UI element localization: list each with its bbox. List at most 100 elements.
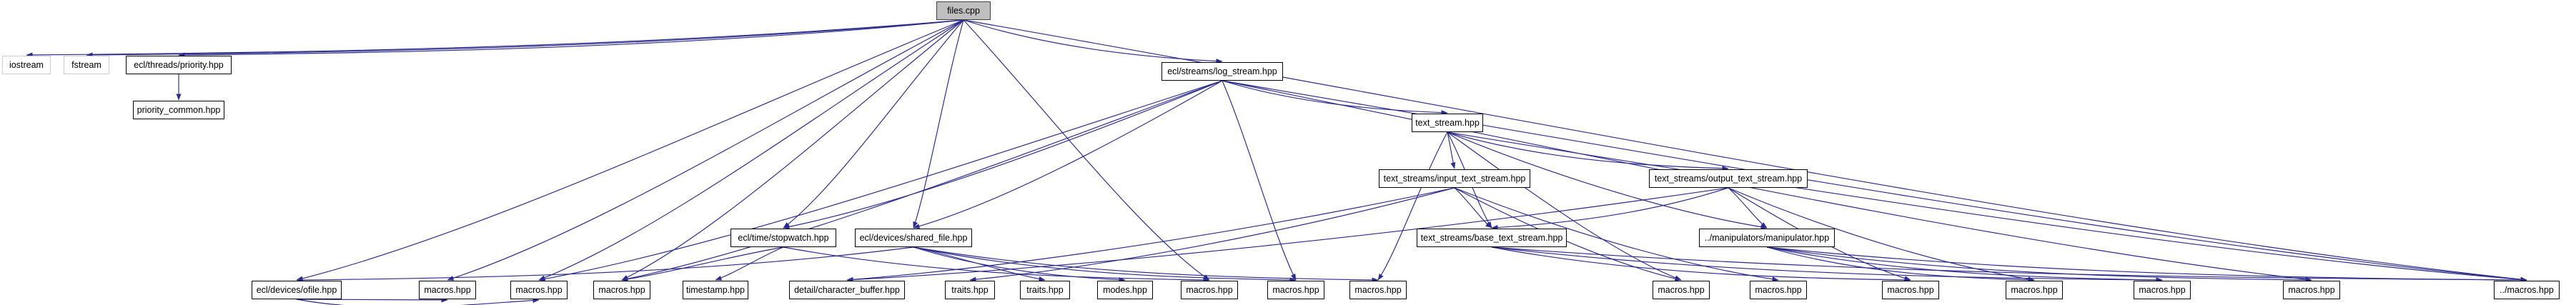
graph-node-label: timestamp.hpp	[686, 284, 745, 295]
graph-node-label: traits.hpp	[951, 284, 989, 295]
graph-node-iostream[interactable]: iostream	[2, 56, 51, 74]
graph-edge	[1491, 246, 2163, 283]
graph-node-macros_1[interactable]: macros.hpp	[419, 281, 476, 299]
graph-node-label: macros.hpp	[2011, 284, 2058, 295]
graph-edge	[1491, 246, 2527, 283]
graph-node-traits_2[interactable]: traits.hpp	[1020, 281, 1070, 299]
graph-node-label: ecl/threads/priority.hpp	[134, 59, 224, 70]
graph-edge	[913, 246, 1297, 283]
graph-node-macros_9[interactable]: macros.hpp	[1882, 281, 1939, 299]
graph-edge	[1491, 246, 1911, 283]
graph-edge	[1766, 246, 2035, 283]
graph-node-text_stream_hpp[interactable]: text_stream.hpp	[1412, 114, 1483, 132]
graph-node-label: ecl/time/stopwatch.hpp	[738, 232, 829, 243]
graph-edge	[296, 297, 448, 303]
graph-node-label: ecl/devices/ofile.hpp	[256, 284, 337, 295]
graph-node-label: fstream	[71, 59, 101, 70]
graph-node-label: files.cpp	[947, 5, 980, 16]
graph-node-label: macros.hpp	[1186, 284, 1233, 295]
graph-edge	[1766, 246, 2312, 283]
graph-edge	[1447, 131, 2527, 282]
graph-edge	[783, 246, 1210, 283]
graph-node-input_text_stream_hpp[interactable]: text_streams/input_text_stream.hpp	[1379, 169, 1530, 188]
graph-edge	[783, 19, 964, 229]
graph-node-label: iostream	[9, 59, 44, 70]
graph-node-label: modes.hpp	[1103, 284, 1147, 295]
graph-node-priority_hpp[interactable]: ecl/threads/priority.hpp	[126, 56, 232, 74]
graph-edge	[1447, 131, 1682, 281]
graph-node-label: macros.hpp	[1887, 284, 1934, 295]
graph-edge	[913, 246, 1046, 281]
graph-edge	[913, 19, 964, 229]
graph-node-files_cpp[interactable]: files.cpp	[936, 1, 991, 20]
graph-node-modes_hpp[interactable]: modes.hpp	[1097, 281, 1153, 299]
graph-node-character_buffer_hpp[interactable]: detail/character_buffer.hpp	[789, 281, 905, 299]
graph-node-label: macros.hpp	[1755, 284, 1802, 295]
graph-node-label: macros.hpp	[2139, 284, 2186, 295]
graph-node-manipulator_hpp[interactable]: ../manipulators/manipulator.hpp	[1699, 229, 1835, 247]
graph-node-macros_8[interactable]: macros.hpp	[1750, 281, 1807, 299]
graph-node-label: ../manipulators/manipulator.hpp	[1704, 232, 1830, 243]
graph-edge	[621, 80, 1223, 281]
graph-node-label: ecl/devices/shared_file.hpp	[859, 232, 968, 243]
graph-node-macros_2[interactable]: macros.hpp	[510, 281, 568, 299]
graph-node-macros_13[interactable]: ../macros.hpp	[2494, 281, 2560, 299]
graph-node-macros_5[interactable]: macros.hpp	[1267, 281, 1324, 299]
graph-node-log_stream_hpp[interactable]: ecl/streams/log_stream.hpp	[1161, 62, 1283, 81]
graph-node-label: ecl/streams/log_stream.hpp	[1167, 66, 1277, 76]
graph-edge	[963, 19, 1223, 64]
graph-edge	[715, 246, 784, 281]
graph-node-label: text_streams/input_text_stream.hpp	[1383, 173, 1526, 184]
graph-node-timestamp_hpp[interactable]: timestamp.hpp	[683, 281, 748, 299]
graph-edge	[846, 187, 1729, 283]
graph-node-label: macros.hpp	[1658, 284, 1705, 295]
graph-node-label: priority_common.hpp	[137, 104, 221, 115]
graph-edge	[1222, 80, 1448, 116]
graph-node-traits_1[interactable]: traits.hpp	[945, 281, 995, 299]
graph-edge	[296, 298, 540, 305]
graph-node-label: text_stream.hpp	[1415, 117, 1480, 128]
graph-node-label: macros.hpp	[515, 284, 563, 295]
graph-node-shared_file_hpp[interactable]: ecl/devices/shared_file.hpp	[855, 229, 972, 247]
graph-edge	[1377, 131, 1448, 281]
graph-edge	[1766, 246, 2527, 283]
graph-node-macros_7[interactable]: macros.hpp	[1653, 281, 1710, 299]
graph-node-macros_6[interactable]: macros.hpp	[1349, 281, 1407, 299]
graph-node-output_text_stream_hpp[interactable]: text_streams/output_text_stream.hpp	[1649, 169, 1808, 188]
graph-node-macros_10[interactable]: macros.hpp	[2006, 281, 2063, 299]
graph-edge	[969, 187, 1455, 282]
graph-edge	[913, 80, 1223, 229]
graph-edge	[621, 246, 784, 282]
graph-edge	[178, 19, 964, 58]
graph-node-label: macros.hpp	[2288, 284, 2335, 295]
graph-node-label: detail/character_buffer.hpp	[794, 284, 900, 295]
graph-edge	[538, 80, 1223, 281]
graph-edge	[1447, 131, 1456, 169]
graph-node-label: macros.hpp	[1272, 284, 1319, 295]
graph-node-base_text_stream_hpp[interactable]: text_streams/base_text_stream.hpp	[1417, 229, 1567, 247]
graph-node-ofile_hpp[interactable]: ecl/devices/ofile.hpp	[252, 281, 342, 299]
graph-node-priority_common_hpp[interactable]: priority_common.hpp	[133, 101, 224, 119]
graph-edge	[86, 19, 964, 58]
graph-node-stopwatch_hpp[interactable]: ecl/time/stopwatch.hpp	[730, 229, 836, 247]
graph-edge	[913, 246, 1126, 283]
graph-edge	[1222, 80, 1297, 281]
graph-edge	[913, 246, 1379, 283]
graph-node-macros_11[interactable]: macros.hpp	[2134, 281, 2191, 299]
graph-node-label: macros.hpp	[598, 284, 645, 295]
graph-node-label: traits.hpp	[1026, 284, 1064, 295]
graph-node-macros_3[interactable]: macros.hpp	[593, 281, 650, 299]
graph-node-macros_12[interactable]: macros.hpp	[2283, 281, 2340, 299]
graph-node-fstream[interactable]: fstream	[64, 56, 109, 74]
graph-node-macros_4[interactable]: macros.hpp	[1181, 281, 1238, 299]
graph-node-label: macros.hpp	[424, 284, 471, 295]
graph-edge	[1454, 187, 1492, 229]
graph-node-label: text_streams/base_text_stream.hpp	[1420, 232, 1563, 243]
graph-node-label: ../macros.hpp	[2500, 284, 2554, 295]
graph-edge	[963, 19, 1210, 281]
graph-edge	[783, 80, 1223, 229]
graph-edge	[26, 19, 964, 58]
graph-edge	[296, 246, 914, 283]
